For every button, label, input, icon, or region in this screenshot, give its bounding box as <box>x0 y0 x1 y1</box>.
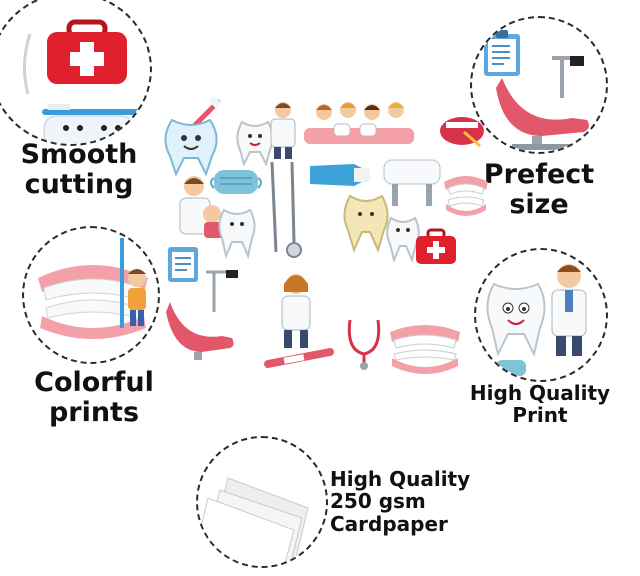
label-line: Cardpaper <box>330 511 448 536</box>
label-line: Smooth <box>20 139 138 170</box>
feature-circle-smooth-cutting <box>0 0 152 146</box>
tooth-character-icon <box>43 115 135 144</box>
dental-bridge-icon <box>383 159 441 206</box>
feature-circle-high-quality-print <box>474 248 608 382</box>
first-aid-kit-icon <box>416 228 456 264</box>
label-perfect-size: Prefect size <box>474 159 604 221</box>
dental-chair-icon <box>496 56 589 150</box>
kid-character-icon <box>120 238 146 328</box>
clipboard-icon <box>168 247 198 282</box>
label-line: High Quality <box>330 467 471 491</box>
feature-circle-cardpaper <box>196 436 328 568</box>
dental-mirror-icon <box>270 161 302 258</box>
tooth-character-icon <box>386 216 420 264</box>
face-mask-icon <box>496 360 526 376</box>
tooth-character-icon <box>343 194 389 253</box>
card-stack-icon <box>198 477 309 566</box>
tooth-character-icon <box>164 118 218 177</box>
toothpaste-icon <box>310 164 370 186</box>
label-line: cutting <box>24 169 134 201</box>
label-line: 250 gsm <box>330 489 426 514</box>
tooth-character-icon <box>236 120 274 167</box>
dental-clipart-collage <box>160 94 488 384</box>
label-colorful-prints: Colorful prints <box>24 367 164 429</box>
clipboard-icon <box>484 30 520 76</box>
kids-group-icon <box>304 102 414 144</box>
label-smooth-cutting: Smooth cutting <box>14 139 144 201</box>
face-mask-icon <box>210 170 262 194</box>
first-aid-kit-icon <box>47 19 127 84</box>
tooth-character-icon <box>486 282 546 357</box>
mouth-icon <box>440 117 484 148</box>
thermometer-icon <box>264 348 334 368</box>
label-high-quality-print: High Quality Print <box>466 382 614 427</box>
tooth-character-icon <box>218 208 256 260</box>
label-line: High Quality <box>469 381 611 405</box>
dentist-icon <box>551 264 587 356</box>
tooth-edge-icon <box>23 33 32 95</box>
label-line: size <box>509 189 569 221</box>
dentist-icon <box>270 102 296 159</box>
toothbrush-icon <box>42 104 150 115</box>
label-line: Prefect <box>483 159 595 190</box>
label-line: Print <box>512 403 568 428</box>
dentures-icon <box>444 176 488 216</box>
dentist-with-patient-icon <box>179 176 226 238</box>
stethoscope-icon <box>347 319 381 370</box>
dental-chair-icon <box>166 270 238 360</box>
feature-circle-perfect-size <box>470 16 608 154</box>
label-line: prints <box>48 397 140 429</box>
feature-circle-colorful-prints <box>22 226 160 364</box>
dentist-icon <box>281 274 311 348</box>
label-cardpaper: High Quality 250 gsm Cardpaper <box>330 467 490 536</box>
dentures-icon <box>390 325 460 374</box>
label-line: Colorful <box>34 367 154 398</box>
